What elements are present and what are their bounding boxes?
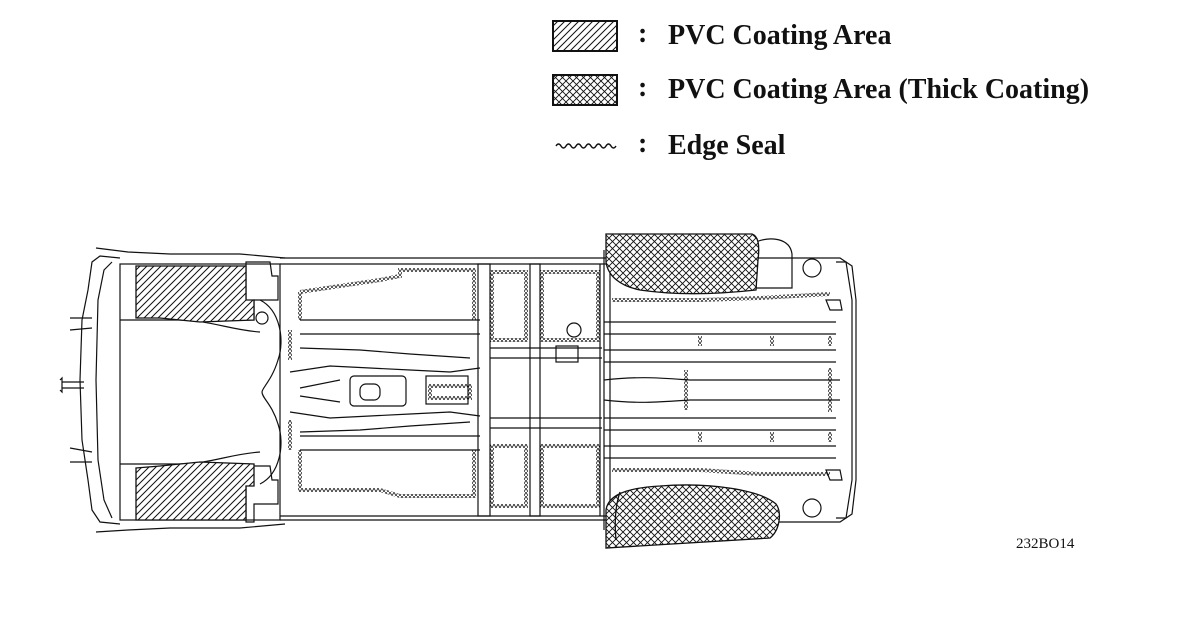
rear-wheel-well-right-coating <box>605 484 781 549</box>
figure-code: 232BO14 <box>1016 536 1075 552</box>
hatched-swatch-icon <box>552 20 618 52</box>
legend-label-edge-seal: Edge Seal <box>668 130 786 161</box>
legend-separator: : <box>638 72 648 103</box>
front-wheel-well-right-coating <box>135 461 255 521</box>
legend-separator: : <box>638 18 648 49</box>
wavy-line-icon <box>555 143 617 149</box>
front-wheel-well-left-coating <box>135 265 255 323</box>
front-bumper-outline <box>79 255 121 525</box>
crosshatched-swatch-icon <box>552 74 618 106</box>
legend-label-pvc-thick-coating: PVC Coating Area (Thick Coating) <box>668 74 1090 105</box>
legend-label-pvc-coating: PVC Coating Area <box>668 20 892 51</box>
body-outline <box>280 257 611 521</box>
legend-separator: : <box>638 128 648 159</box>
rear-wheel-well-left-coating <box>605 233 760 295</box>
